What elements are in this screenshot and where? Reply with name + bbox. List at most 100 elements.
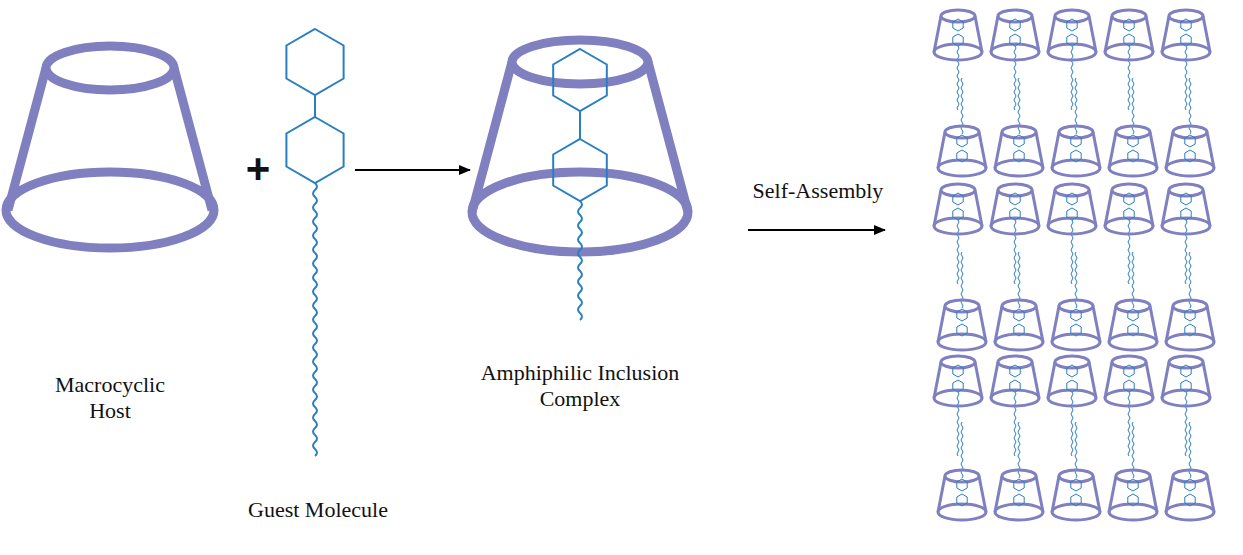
host-wall: [1109, 132, 1116, 168]
host-wall: [995, 306, 1002, 342]
host-wall: [1052, 476, 1059, 512]
host-rim: [1059, 300, 1093, 312]
benzene-ring: [1071, 479, 1081, 491]
benzene-ring: [1185, 309, 1195, 321]
host-wall: [1052, 132, 1059, 168]
host-rim: [1059, 126, 1093, 138]
host-rim: [1112, 184, 1146, 196]
benzene-ring: [1185, 494, 1195, 506]
benzene-ring: [953, 19, 963, 31]
assembly-arrow: [748, 229, 885, 231]
benzene-ring: [957, 150, 967, 162]
benzene-ring: [953, 34, 963, 46]
host-wall: [938, 476, 945, 512]
benzene-ring: [1185, 135, 1195, 147]
benzene-ring: [1128, 479, 1138, 491]
host-rim: [1173, 126, 1207, 138]
benzene-ring: [1010, 380, 1020, 392]
benzene-ring: [553, 139, 607, 201]
host-wall: [1203, 16, 1210, 52]
host-rim: [1002, 470, 1036, 482]
benzene-ring: [1181, 34, 1191, 46]
host-wall: [1150, 306, 1157, 342]
alkyl-tail: [1185, 220, 1187, 284]
host-rim: [945, 470, 979, 482]
benzene-ring: [553, 49, 607, 111]
host-wall: [1048, 362, 1055, 398]
benzene-ring: [1128, 135, 1138, 147]
benzene-ring: [1010, 208, 1020, 220]
benzene-ring: [1071, 324, 1081, 336]
host-wall: [1105, 362, 1112, 398]
benzene-ring: [1124, 193, 1134, 205]
host-wall: [1203, 190, 1210, 226]
alkyl-tail: [1128, 46, 1130, 110]
component-label: Guest Molecule: [208, 497, 428, 523]
alkyl-tail: [313, 183, 317, 456]
host-wall: [975, 16, 982, 52]
alkyl-tail: [957, 46, 959, 110]
benzene-ring: [1067, 34, 1077, 46]
reaction-arrow: [355, 169, 470, 171]
benzene-ring: [1181, 208, 1191, 220]
host-wall: [1089, 16, 1096, 52]
host-rim: [941, 10, 975, 22]
host-wall: [1162, 190, 1169, 226]
host-rim: [941, 184, 975, 196]
benzene-ring: [1181, 193, 1191, 205]
macrocyclic-host: [6, 46, 214, 248]
benzene-ring: [953, 208, 963, 220]
alkyl-tail: [578, 201, 582, 320]
alkyl-tail: [1014, 392, 1016, 456]
host-wall: [472, 62, 512, 212]
host-wall: [1093, 132, 1100, 168]
host-wall: [934, 362, 941, 398]
host-wall: [975, 190, 982, 226]
host-wall: [1048, 190, 1055, 226]
benzene-ring: [1071, 150, 1081, 162]
alkyl-tail: [1014, 46, 1016, 110]
benzene-ring: [1014, 479, 1024, 491]
host-wall: [975, 362, 982, 398]
benzene-ring: [1010, 193, 1020, 205]
benzene-ring: [953, 380, 963, 392]
host-wall: [1036, 476, 1043, 512]
benzene-ring: [1124, 34, 1134, 46]
host-wall: [979, 132, 986, 168]
benzene-ring: [286, 117, 343, 183]
alkyl-tail: [957, 220, 959, 284]
host-wall: [1036, 132, 1043, 168]
host-wall: [934, 16, 941, 52]
benzene-ring: [1124, 19, 1134, 31]
benzene-ring: [1124, 365, 1134, 377]
host-wall: [1162, 362, 1169, 398]
host-rim: [1169, 356, 1203, 368]
plus-sign: +: [233, 148, 283, 190]
benzene-ring: [1010, 19, 1020, 31]
guest-molecule: [286, 29, 343, 456]
benzene-ring: [953, 193, 963, 205]
benzene-ring: [1185, 150, 1195, 162]
host-wall: [1032, 190, 1039, 226]
benzene-ring: [957, 494, 967, 506]
host-rim: [1169, 10, 1203, 22]
host-wall: [1109, 476, 1116, 512]
benzene-ring: [1185, 324, 1195, 336]
host-wall: [995, 132, 1002, 168]
host-rim: [1055, 10, 1089, 22]
host-wall: [1052, 306, 1059, 342]
host-rim: [945, 300, 979, 312]
benzene-ring: [953, 365, 963, 377]
benzene-ring: [1014, 135, 1024, 147]
benzene-ring: [1128, 324, 1138, 336]
host-rim: [1055, 356, 1089, 368]
alkyl-tail: [1071, 392, 1073, 456]
benzene-ring: [1014, 309, 1024, 321]
benzene-ring: [1181, 380, 1191, 392]
host-wall: [934, 190, 941, 226]
host-rim: [512, 40, 648, 84]
host-wall: [1109, 306, 1116, 342]
host-rim: [941, 356, 975, 368]
host-wall: [1150, 476, 1157, 512]
host-rim: [1055, 184, 1089, 196]
